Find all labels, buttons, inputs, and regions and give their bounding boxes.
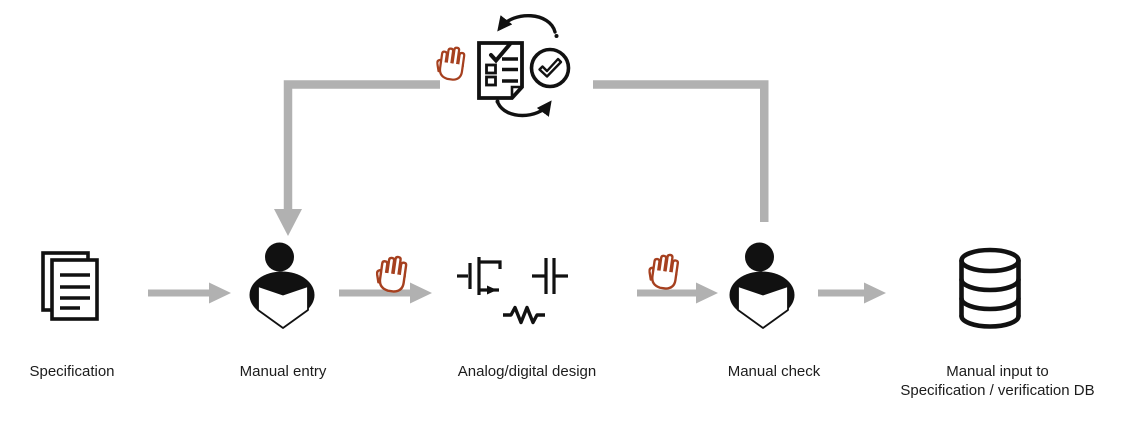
node-specification <box>41 251 99 321</box>
feedback-connector-down <box>274 80 440 236</box>
arrow-check-to-db <box>818 282 886 304</box>
node-label-specification: Specification <box>29 363 115 380</box>
hand-icon <box>436 44 470 82</box>
person-reading-icon <box>729 242 796 332</box>
documents-icon <box>41 251 99 321</box>
arrow-design-to-check <box>637 282 718 304</box>
capacitor-icon <box>532 258 568 294</box>
feedback-connector-up <box>593 80 769 222</box>
node-label-analog-digital-design: Analog/digital design <box>457 363 597 380</box>
cycle-arrows-icon <box>495 13 559 118</box>
circuit-components-icon <box>457 257 568 325</box>
node-label-manual-entry: Manual entry <box>239 363 327 380</box>
hand-icon <box>646 251 686 291</box>
arrow-entry-to-design <box>339 282 432 304</box>
arrow-spec-to-entry <box>148 282 231 304</box>
transistor-icon <box>457 257 502 295</box>
checklist-icon <box>477 41 524 100</box>
node-label-manual-check: Manual check <box>727 363 821 380</box>
database-icon <box>959 247 1021 329</box>
check-circle-icon <box>529 47 571 89</box>
node-label-manual-input-db: Manual input to Specification / verifica… <box>900 363 1095 399</box>
person-reading-icon <box>249 242 316 332</box>
hand-icon <box>374 253 414 294</box>
resistor-icon <box>503 305 545 325</box>
